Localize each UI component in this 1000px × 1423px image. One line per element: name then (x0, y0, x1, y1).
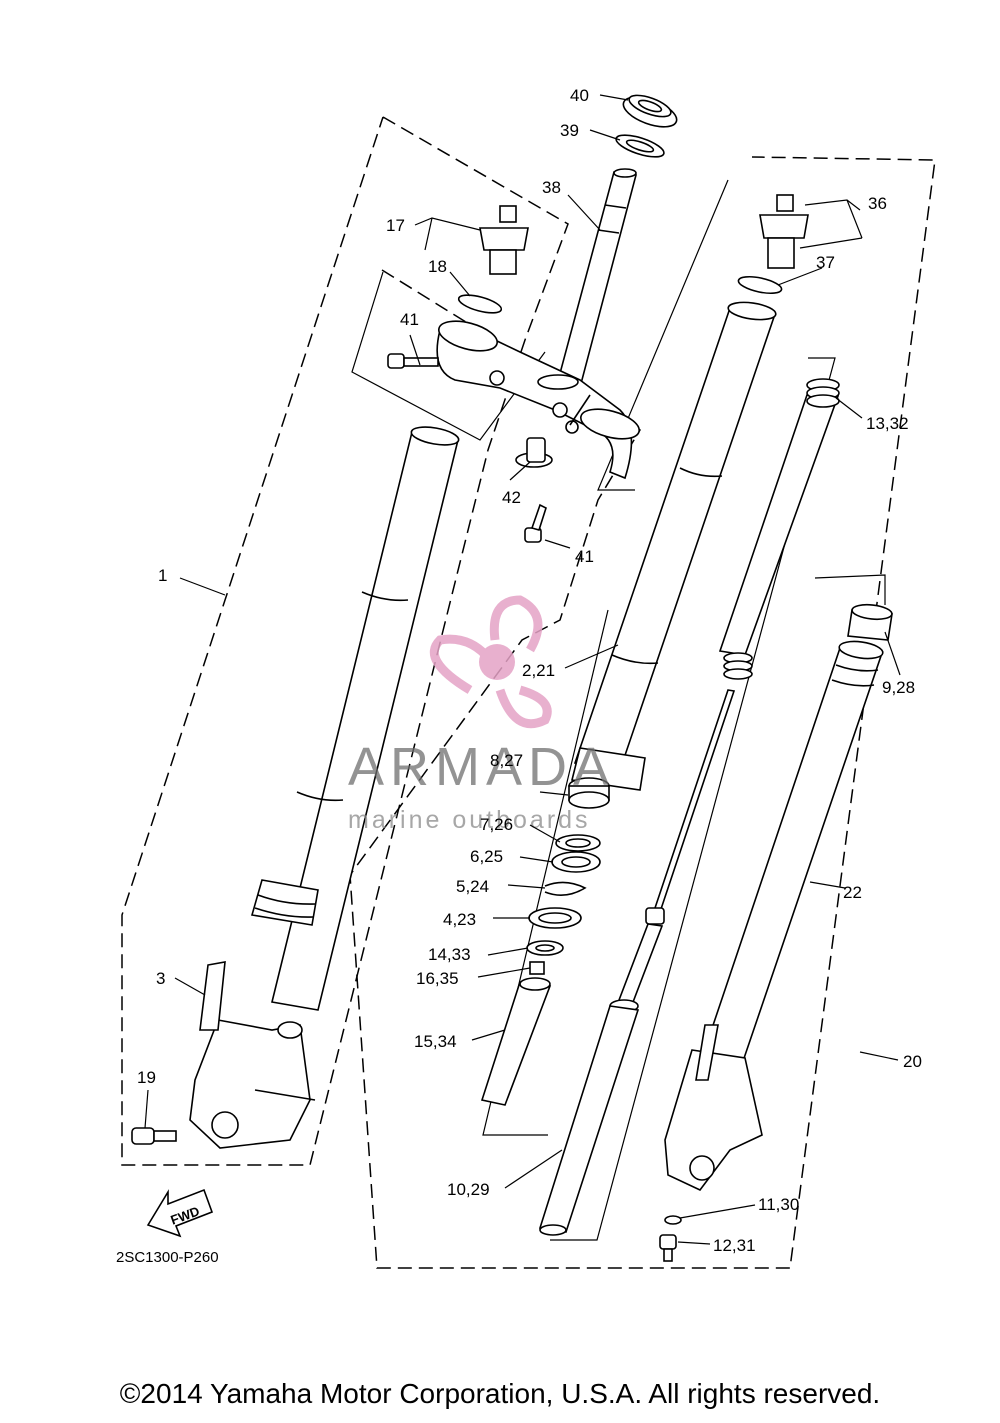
axle-pinch-bolt (131, 1127, 177, 1145)
callout-1: 1 (158, 566, 167, 585)
callout-12-31: 12,31 (713, 1236, 756, 1255)
copyright-notice: ©2014 Yamaha Motor Corporation, U.S.A. A… (119, 1378, 881, 1409)
outline-inner-tube (597, 179, 729, 491)
fwd-arrow: FWD (146, 1188, 214, 1238)
outline-inner-bracket (351, 271, 546, 441)
callout-2-21: 2,21 (522, 661, 555, 680)
callout-11-30: 11,30 (758, 1195, 799, 1214)
callout-42: 42 (502, 488, 521, 507)
watermark-brand: ARMADA (348, 737, 615, 797)
drain-bolt (659, 1234, 677, 1262)
callout-17: 17 (386, 216, 405, 235)
callout-7-26: 7,26 (480, 815, 513, 834)
callout-13-32: 13,32 (866, 414, 909, 433)
watermark-tagline: marine outboards (348, 806, 591, 834)
callout-10-29: 10,29 (447, 1180, 490, 1199)
callout-36: 36 (868, 194, 887, 213)
bracket-collar (515, 437, 553, 468)
callout-20: 20 (903, 1052, 922, 1071)
callout-39: 39 (560, 121, 579, 140)
outline-damper (550, 357, 836, 1241)
callout-4-23: 4,23 (443, 910, 476, 929)
callout-40: 40 (570, 86, 589, 105)
callout-15-34: 15,34 (414, 1032, 457, 1051)
drain-washer (664, 1215, 682, 1225)
seal-stack (480, 777, 610, 1106)
diagram-code: 2SC1300-P260 (116, 1249, 219, 1266)
callout-8-27: 8,27 (490, 751, 523, 770)
damper-rod (538, 689, 736, 1236)
callout-14-33: 14,33 (428, 945, 471, 964)
steering-stem (553, 168, 638, 396)
upper-bracket (436, 320, 640, 480)
left-fork-assembly (189, 426, 460, 1149)
fork-exploded-diagram: ARMADA marine outboards (116, 86, 936, 1269)
propeller-logo (429, 595, 552, 729)
armada-watermark: ARMADA marine outboards (348, 595, 615, 834)
callout-6-25: 6,25 (470, 847, 503, 866)
callout-37: 37 (816, 253, 835, 272)
callout-5-24: 5,24 (456, 877, 489, 896)
inner-tube (571, 301, 777, 791)
callout-18: 18 (428, 257, 447, 276)
callout-41-upper: 41 (400, 310, 419, 329)
leader-lines (144, 94, 901, 1245)
cap-adjuster-left (479, 205, 529, 275)
fork-spring (718, 378, 840, 680)
bracket-bolt-upper (387, 353, 439, 369)
callout-9-28: 9,28 (882, 678, 915, 697)
callout-38: 38 (542, 178, 561, 197)
callout-16-35: 16,35 (416, 969, 459, 988)
callout-3: 3 (156, 969, 165, 988)
callout-41-lower: 41 (575, 547, 594, 566)
outline-cartridge (814, 574, 886, 605)
cap-adjuster-right (759, 194, 809, 269)
callout-22: 22 (843, 883, 862, 902)
oring-left (457, 294, 503, 314)
callout-19: 19 (137, 1068, 156, 1087)
outline-lower (482, 609, 609, 1136)
callouts: 40 39 38 17 18 36 37 41 13,32 42 41 1 2,… (137, 86, 922, 1255)
stem-nut (622, 94, 678, 128)
outer-tube (664, 603, 893, 1192)
stem-washer (615, 134, 665, 158)
oring-right (737, 275, 783, 295)
bracket-bolt-lower (524, 503, 547, 543)
